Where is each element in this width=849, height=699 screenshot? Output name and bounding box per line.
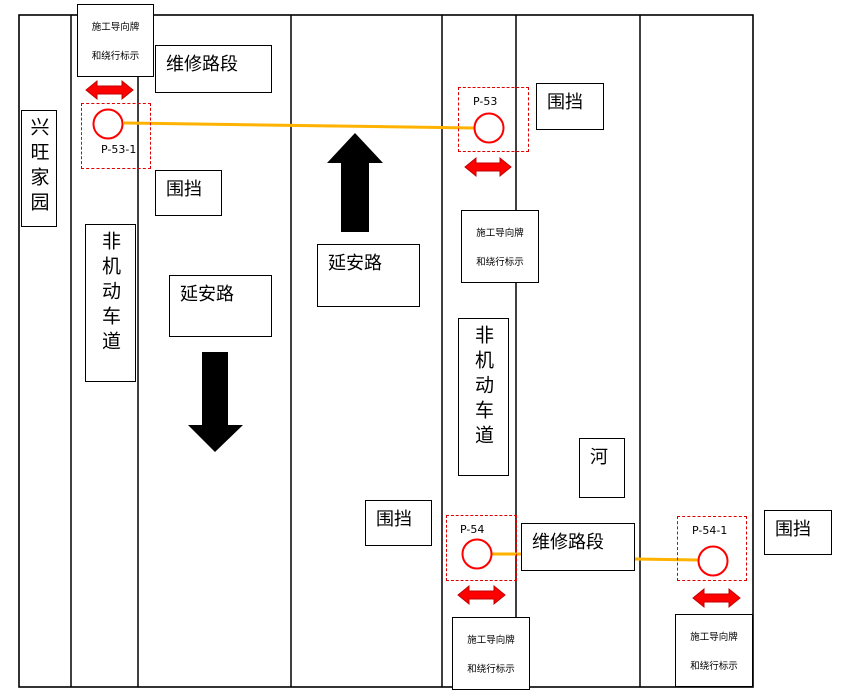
construction-sign-top-left: 施工导向牌 和绕行标示 [77, 4, 154, 77]
marker-p53 [473, 112, 505, 144]
barrier-label-left: 围挡 [155, 170, 222, 216]
sign-text-line1: 施工导向牌 [690, 631, 738, 643]
marker-frame-p54-1 [677, 516, 747, 581]
diagram-frame [18, 14, 754, 688]
bike-lane-label-left: 非机动车道 [85, 224, 136, 382]
marker-p53-1 [92, 108, 124, 140]
sign-text-line2: 和绕行标示 [467, 664, 515, 676]
sign-text-line2: 和绕行标示 [690, 661, 738, 673]
road-name-label-center: 延安路 [317, 244, 420, 307]
down-arrow [188, 352, 243, 452]
marker-p54-1 [697, 545, 729, 577]
double-arrow-p54-1 [692, 587, 741, 609]
marker-frame-p53 [458, 87, 529, 152]
residential-area-label: 兴旺家园 [21, 110, 57, 227]
double-arrow-top-left [85, 79, 134, 101]
road-name-label-left: 延安路 [169, 275, 272, 337]
double-arrow-p54 [457, 584, 506, 606]
sign-text-line2: 和绕行标示 [476, 257, 524, 269]
double-arrow-p53 [464, 156, 512, 178]
sign-text-line1: 施工导向牌 [91, 21, 140, 33]
marker-frame-p53-1 [81, 103, 151, 169]
point-label-p53: P-53 [473, 95, 498, 108]
barrier-label-top-right: 围挡 [536, 83, 604, 130]
sign-text-line1: 施工导向牌 [476, 227, 524, 239]
cable-segment-to-p54-1 [633, 557, 699, 562]
river-label: 河 [579, 438, 625, 498]
sign-text-line1: 施工导向牌 [467, 634, 515, 646]
up-arrow [327, 133, 383, 232]
construction-sign-bottom: 施工导向牌 和绕行标示 [452, 617, 530, 690]
point-label-p54: P-54 [460, 523, 485, 536]
barrier-label-center: 围挡 [365, 500, 432, 546]
maintenance-segment-label-bottom: 维修路段 [521, 523, 635, 571]
marker-p54 [461, 538, 493, 570]
point-label-p53-1: P-53-1 [101, 143, 137, 156]
point-label-p54-1: P-54-1 [692, 524, 728, 537]
marker-frame-p54 [446, 515, 517, 581]
construction-sign-bottom-right: 施工导向牌 和绕行标示 [675, 614, 753, 687]
barrier-label-far-right: 围挡 [764, 510, 832, 555]
bike-lane-label-right: 非机动车道 [458, 318, 509, 476]
construction-sign-mid: 施工导向牌 和绕行标示 [461, 210, 539, 283]
sign-text-line2: 和绕行标示 [91, 51, 140, 63]
maintenance-segment-label-top: 维修路段 [155, 45, 272, 93]
cable-p53-1-to-p53 [123, 121, 475, 130]
